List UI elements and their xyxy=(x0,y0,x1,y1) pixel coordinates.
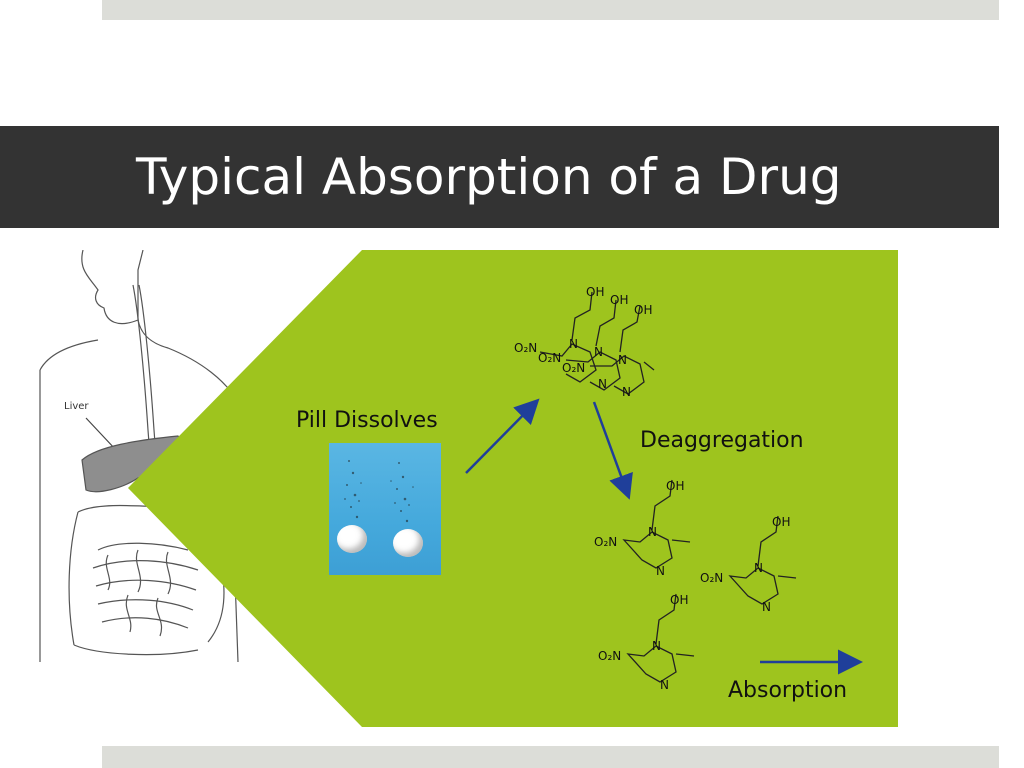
n-label: N xyxy=(648,525,657,539)
pill-right xyxy=(393,529,423,557)
oh-label: OH xyxy=(634,303,652,317)
oh-label: OH xyxy=(610,293,628,307)
n-label: N xyxy=(569,337,578,351)
absorption-label: Absorption xyxy=(728,678,848,703)
o2n-label: O₂N xyxy=(598,649,621,663)
pill-left xyxy=(337,525,367,553)
n-label: N xyxy=(652,639,661,653)
deaggregation-arrow xyxy=(592,401,633,500)
o2n-label: O₂N xyxy=(538,351,561,365)
slide-title: Typical Absorption of a Drug xyxy=(136,148,842,206)
deaggregation-label: Deaggregation xyxy=(640,428,804,453)
o2n-label: O₂N xyxy=(514,341,537,355)
n-label: N xyxy=(594,345,603,359)
n-label: N xyxy=(622,385,631,399)
green-chevron-panel xyxy=(128,250,898,727)
oh-label: OH xyxy=(772,515,790,529)
oh-label: OH xyxy=(586,285,604,299)
n-label: N xyxy=(762,600,771,614)
dissolving-pill-photo xyxy=(329,443,441,575)
top-accent-bar xyxy=(102,0,999,20)
o2n-label: O₂N xyxy=(594,535,617,549)
bottom-accent-bar xyxy=(102,746,999,768)
n-label: N xyxy=(618,353,627,367)
n-label: N xyxy=(660,678,669,692)
o2n-label: O₂N xyxy=(562,361,585,375)
o2n-label: O₂N xyxy=(700,571,723,585)
fizz-bubbles xyxy=(344,460,414,532)
oh-label: OH xyxy=(666,479,684,493)
molecule-c: OH O₂N N N xyxy=(598,593,695,692)
molecule-b: OH O₂N N N xyxy=(700,515,797,614)
n-label: N xyxy=(656,564,665,578)
pill-dissolves-label: Pill Dissolves xyxy=(296,408,438,433)
liver-label: Liver xyxy=(64,401,89,412)
n-label: N xyxy=(598,377,607,391)
aggregated-molecule xyxy=(539,291,655,395)
n-label: N xyxy=(754,561,763,575)
oh-label: OH xyxy=(670,593,688,607)
title-band xyxy=(0,126,999,228)
molecule-a: OH O₂N N N xyxy=(594,479,691,578)
pill-to-molecule-arrow xyxy=(465,398,540,474)
